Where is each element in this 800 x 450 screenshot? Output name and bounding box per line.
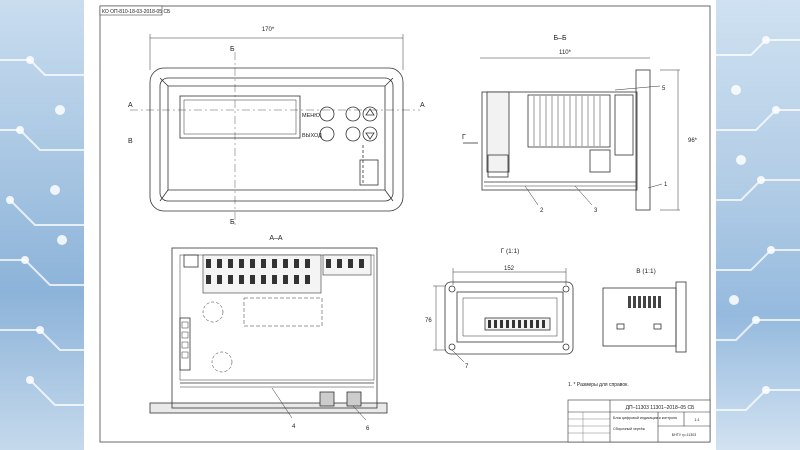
title-block-scale: 1:1 <box>694 417 700 422</box>
cut-mark-a-right: А <box>420 102 425 109</box>
section-bb-title: Б–Б <box>553 35 566 42</box>
corner-code-box <box>99 5 163 16</box>
section-aa-title: А–А <box>269 235 283 242</box>
corner-code-text: КО ОП-810-18-03-2018-05 СБ <box>102 9 171 15</box>
view-arrow-g: Г <box>462 134 466 141</box>
callout-5: 5 <box>662 86 666 92</box>
view-g-height-dim: 76 <box>425 318 432 324</box>
callout-7: 7 <box>465 364 469 370</box>
callout-1: 1 <box>664 182 668 188</box>
callout-4: 4 <box>292 424 296 430</box>
assembly-drawing: КО ОП-810-18-03-2018-05 СБ 170* МЕНЮ ВЫХ… <box>99 5 711 443</box>
circuit-board-background-left <box>0 0 84 450</box>
button-menu-label: МЕНЮ <box>302 113 320 119</box>
cut-mark-v: В <box>128 138 133 145</box>
cut-mark-a-left: А <box>128 102 133 109</box>
cut-mark-b-top: Б <box>230 46 235 53</box>
callout-2: 2 <box>540 208 544 214</box>
drawing-sheet: КО ОП-810-18-03-2018-05 СБ 170* МЕНЮ ВЫХ… <box>84 0 716 450</box>
title-block-subname: Сборочный чертёж <box>613 427 645 431</box>
title-block-org: БНТУ гр.11303 <box>672 433 696 437</box>
title-block <box>567 399 711 443</box>
drawing-frame <box>99 5 711 443</box>
title-block-name: Блок цифровой индикации и контроля <box>613 416 677 420</box>
view-v-title: В (1:1) <box>636 268 656 275</box>
view-g-width-dim: 152 <box>504 266 515 272</box>
view-v <box>602 281 687 353</box>
circuit-board-background-right <box>716 0 800 450</box>
drawing-note: 1. * Размеры для справок. <box>568 382 629 388</box>
callout-6: 6 <box>366 426 370 432</box>
view-g <box>433 268 574 363</box>
callout-3: 3 <box>594 208 598 214</box>
cut-mark-b-bottom: Б <box>230 219 235 226</box>
section-bb <box>463 57 680 211</box>
front-width-dim: 170* <box>262 27 275 33</box>
section-bb-height-dim: 96* <box>688 138 698 144</box>
front-view <box>130 34 420 228</box>
view-g-title: Г (1:1) <box>501 248 520 255</box>
section-bb-width-dim: 110* <box>559 50 572 56</box>
button-exit-label: ВЫХОД <box>302 133 322 139</box>
title-block-designation: ДП–11303 11301–2018–05 СБ <box>626 405 695 411</box>
circuit-traces-left <box>0 56 84 406</box>
section-aa <box>149 247 388 421</box>
circuit-traces-right <box>716 36 800 411</box>
